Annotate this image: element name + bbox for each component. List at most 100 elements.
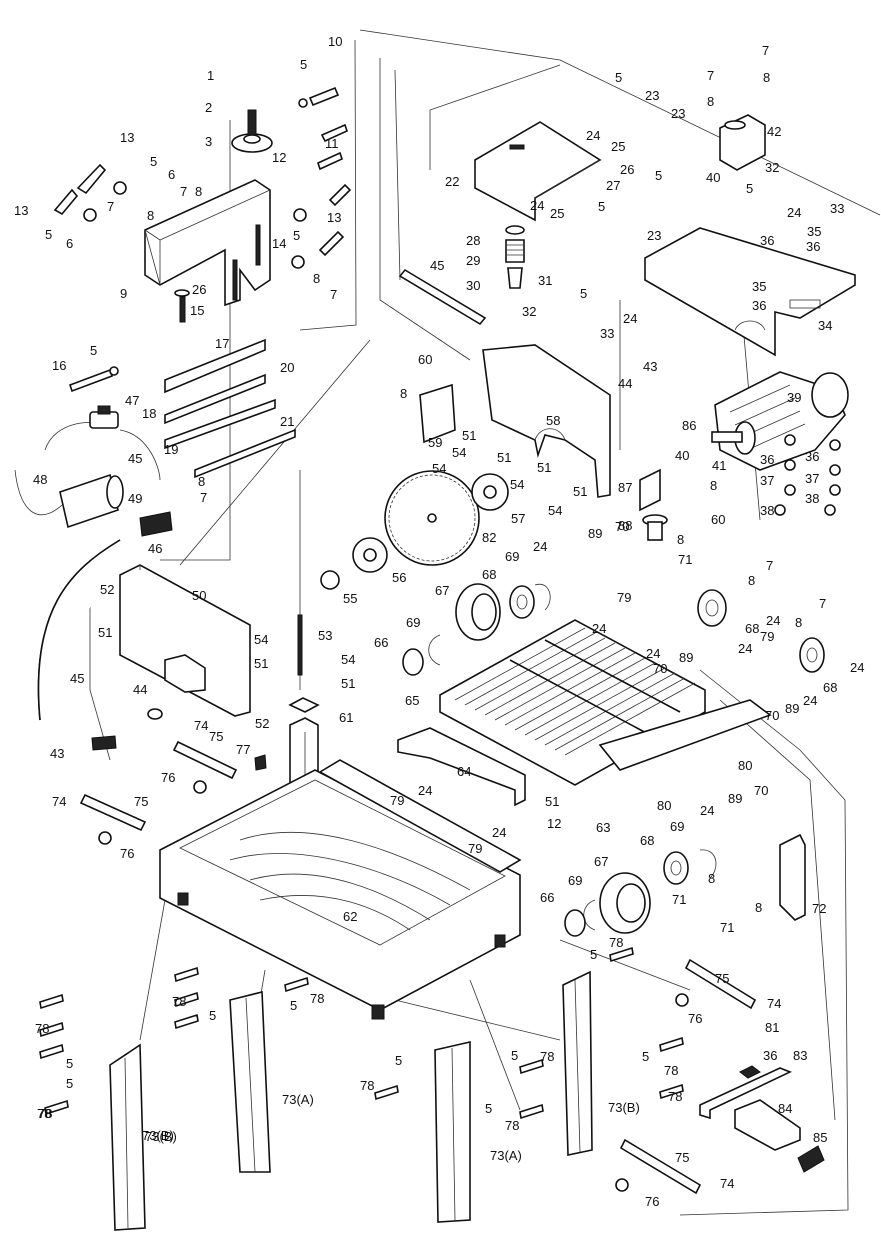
part-number-label: 76 [120,846,134,861]
part-number-label: 78 [505,1118,519,1133]
part-number-label: 54 [452,445,466,460]
part-number-label: 86 [682,418,696,433]
part-number-label: 7 [107,199,114,214]
part-number-label: 57 [511,511,525,526]
part-number-label: 78 [35,1021,49,1036]
part-number-label: 25 [550,206,564,221]
part-number-label: 8 [195,184,202,199]
part-number-label: 23 [671,106,685,121]
part-number-label: 69 [406,615,420,630]
part-number-label: 56 [392,570,406,585]
part-number-label: 39 [787,390,801,405]
part-number-label: 75 [134,794,148,809]
guide-rails [164,289,296,479]
part-number-label: 48 [33,472,47,487]
part-number-label: 73(A) [282,1092,314,1107]
part-number-label: 70 [754,783,768,798]
part-number-label: 67 [594,854,608,869]
part-number-label: 55 [343,591,357,606]
part-number-label: 70 [765,708,779,723]
part-number-label: 68 [745,621,759,636]
part-number-label: 58 [546,413,560,428]
part-number-label: 68 [640,833,654,848]
part-number-label: 54 [341,652,355,667]
part-number-label: 35 [807,224,821,239]
part-number-label: 24 [850,660,864,675]
part-number-label: 36 [760,452,774,467]
part-number-label: 5 [642,1049,649,1064]
part-number-label: 8 [677,532,684,547]
part-number-label: 89 [588,526,602,541]
part-number-label: 8 [755,900,762,915]
part-number-label: 15 [190,303,204,318]
part-number-label: 24 [492,825,506,840]
water-pump-assembly [14,405,173,721]
part-number-label: 60 [711,512,725,527]
part-number-label: 36 [805,449,819,464]
part-number-label: 84 [778,1101,792,1116]
part-number-label: 45 [70,671,84,686]
part-number-label: 8 [748,573,755,588]
part-number-label: 54 [510,477,524,492]
part-number-label: 38 [805,491,819,506]
part-number-label: 1 [207,68,214,83]
part-number-label: 62 [343,909,357,924]
part-number-label: 69 [568,873,582,888]
part-number-label: 22 [445,174,459,189]
lock-levers [53,163,352,269]
table-bracket [397,699,772,807]
part-number-label: 74 [720,1176,734,1191]
part-number-label: 18 [142,406,156,421]
part-number-label: 24 [787,205,801,220]
part-number-label: 78 [664,1063,678,1078]
part-number-label: 78 [310,991,324,1006]
part-number-label: 68 [482,567,496,582]
part-number-label: 51 [254,656,268,671]
part-number-label: 8 [763,70,770,85]
part-number-label: 5 [590,947,597,962]
part-number-label: 29 [466,253,480,268]
part-number-label: 80 [657,798,671,813]
part-number-label: 59 [428,435,442,450]
wheel-guard [419,344,611,498]
part-number-label: 71 [672,892,686,907]
part-number-label: 77 [236,742,250,757]
part-number-label: 44 [133,682,147,697]
part-number-label: 36 [760,233,774,248]
part-number-label: 5 [395,1053,402,1068]
part-number-label: 24 [766,613,780,628]
part-number-label: 46 [148,541,162,556]
part-number-label: 5 [66,1056,73,1071]
part-number-label: 51 [98,625,112,640]
part-number-label: 33 [830,201,844,216]
part-number-label: 82 [482,530,496,545]
part-number-label: 8 [707,94,714,109]
part-number-label: 54 [254,632,268,647]
part-number-label: 67 [435,583,449,598]
part-number-label: 88 [618,518,632,533]
part-number-label: 79 [617,590,631,605]
diamond-blade [320,470,509,590]
part-number-label: 54 [432,461,446,476]
part-number-label: 60 [418,352,432,367]
part-number-label: 69 [505,549,519,564]
part-number-label: 5 [655,168,662,183]
pins-handles [79,708,757,1195]
rollers-upper [402,583,825,937]
spring-knob [505,225,525,289]
part-number-label: 41 [712,458,726,473]
part-number-label: 5 [300,57,307,72]
part-number-label: 6 [168,167,175,182]
part-number-label: 33 [600,326,614,341]
part-number-label: 13 [120,130,134,145]
part-number-label: 37 [805,471,819,486]
part-number-label: 78 [540,1049,554,1064]
part-number-label: 3 [205,134,212,149]
part-number-label: 76 [645,1194,659,1209]
part-number-label: 7 [180,184,187,199]
part-number-label: 5 [150,154,157,169]
part-number-label: 65 [405,693,419,708]
part-number-label: 24 [646,646,660,661]
part-number-label: 42 [767,124,781,139]
part-number-label: 24 [623,311,637,326]
